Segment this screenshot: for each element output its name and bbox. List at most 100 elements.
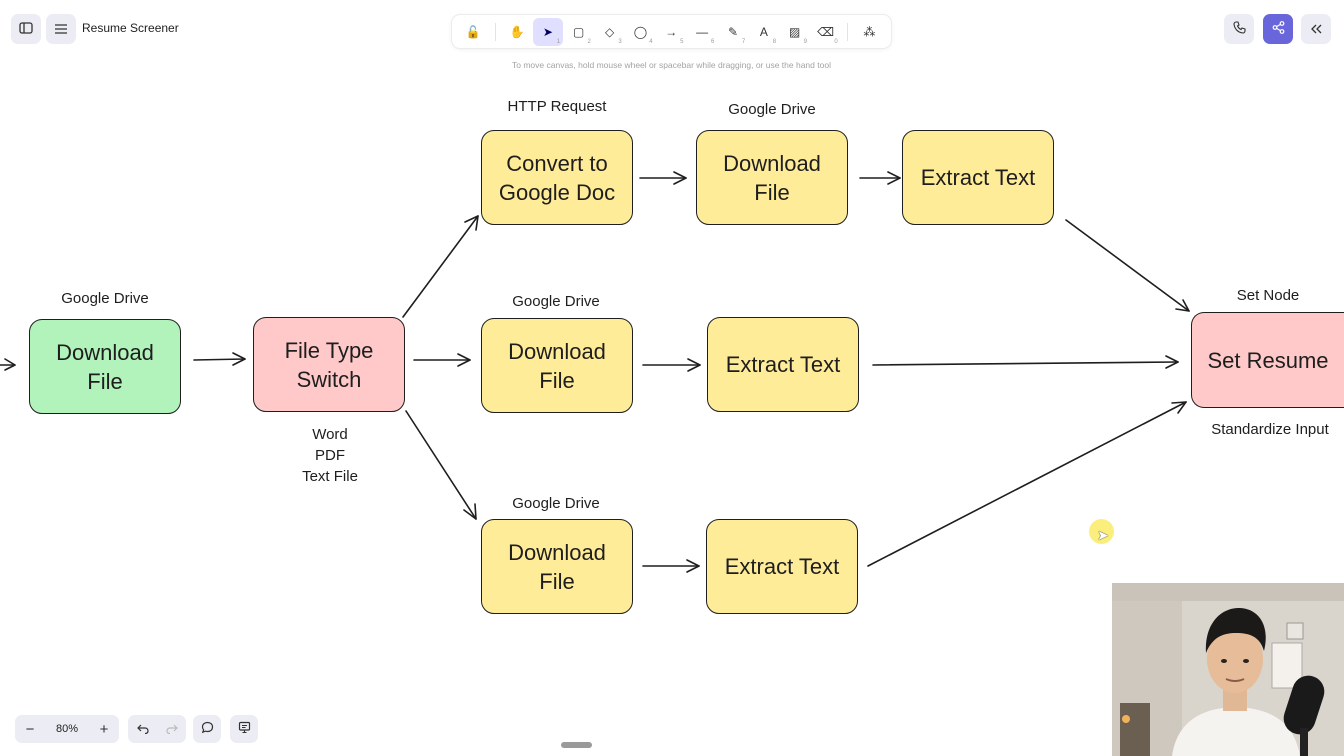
arrow-download-mid-to-extract-mid[interactable] (642, 358, 701, 372)
arrow-icon: → (665, 24, 678, 39)
arrow-extract-top-to-set-resume[interactable] (1065, 219, 1190, 312)
tool-lock-button[interactable]: 🔓 (458, 18, 488, 46)
arrow-convert-to-download-top[interactable] (639, 171, 687, 185)
collapse-panel-button[interactable] (1301, 14, 1331, 44)
tool-shortcut-key: 3 (618, 38, 622, 45)
label-file-types[interactable]: Word PDF Text File (302, 426, 358, 485)
undo-button[interactable] (136, 722, 149, 737)
present-icon (238, 721, 251, 737)
arrow-incoming[interactable] (0, 358, 16, 371)
toolbar-separator (494, 22, 496, 41)
arrow-switch-to-convert[interactable] (402, 215, 479, 318)
label-http-request[interactable]: HTTP Request (507, 98, 607, 115)
label-google-drive-bot[interactable]: Google Drive (512, 495, 600, 512)
phone-icon (1232, 21, 1246, 37)
zoom-in-button[interactable]: + (99, 720, 109, 738)
cursor-highlight (1089, 519, 1114, 544)
canvas-hint: To move canvas, hold mouse wheel or spac… (512, 60, 831, 70)
tool-diamond-button[interactable]: ◇3 (594, 18, 624, 46)
document-title[interactable]: Resume Screener (82, 21, 179, 35)
tool-rectangle-button[interactable]: ▢2 (564, 18, 594, 46)
tool-shortcut-key: 2 (587, 38, 591, 45)
pointer-icon: ➤ (542, 24, 553, 39)
undo-icon (136, 722, 149, 737)
double-chevron-left-icon (1310, 21, 1322, 37)
webcam-overlay (1112, 583, 1344, 756)
tool-shortcut-key: 0 (834, 38, 838, 45)
tool-shortcut-key: 7 (741, 38, 746, 45)
arrow-download-to-switch[interactable] (193, 352, 246, 366)
canvas-scroll-handle[interactable] (561, 742, 592, 748)
node-download-file-main[interactable]: Download File (29, 319, 181, 414)
tool-image-button[interactable]: ▨9 (780, 18, 810, 46)
webcam-presenter-image (1112, 583, 1344, 756)
arrow-download-bot-to-extract-bot[interactable] (642, 559, 700, 573)
eraser-icon: ⌫ (817, 24, 835, 39)
ellipse-icon: ◯ (633, 24, 648, 39)
zoom-level[interactable]: 80% (55, 723, 79, 735)
label-google-drive-main[interactable]: Google Drive (61, 290, 149, 307)
tool-shortcut-key: 6 (710, 38, 715, 45)
node-download-file-bottom[interactable]: Download File (481, 519, 633, 614)
node-download-file-mid[interactable]: Download File (481, 318, 633, 413)
tool-shortcut-key: 5 (680, 38, 684, 45)
share-icon (1272, 21, 1285, 37)
share-button[interactable] (1263, 14, 1293, 44)
lock-icon: 🔓 (465, 24, 481, 39)
zoom-out-button[interactable]: − (25, 720, 35, 738)
tool-draw-button[interactable]: ✎7 (718, 18, 748, 46)
tool-line-button[interactable]: —6 (687, 18, 717, 46)
node-download-file-top[interactable]: Download File (696, 130, 848, 225)
tool-shortcut-key: 4 (649, 38, 653, 45)
arrow-switch-to-download-mid[interactable] (413, 353, 471, 367)
tool-shortcut-key: 1 (556, 38, 561, 45)
node-extract-text-bottom[interactable]: Extract Text (706, 519, 858, 614)
extra-tools-icon: ⁂ (863, 24, 876, 39)
present-button[interactable] (230, 715, 258, 743)
tool-shortcut-key: 9 (803, 38, 807, 45)
tool-selection-button[interactable]: ➤1 (532, 17, 564, 46)
label-standardize-input[interactable]: Standardize Input (1211, 421, 1329, 438)
sidebar-toggle-button[interactable] (11, 14, 41, 44)
sidebar-icon (19, 21, 33, 37)
node-extract-text-top[interactable]: Extract Text (902, 130, 1054, 225)
undo-redo-controls (128, 715, 186, 743)
node-convert-to-google-doc[interactable]: Convert to Google Doc (481, 130, 633, 225)
tool-hand-button[interactable]: ✋ (502, 18, 532, 46)
node-extract-text-mid[interactable]: Extract Text (707, 317, 859, 412)
hand-icon: ✋ (509, 24, 525, 39)
tool-shortcut-key: 8 (772, 38, 777, 45)
zoom-controls: − 80% + (15, 715, 119, 743)
pencil-icon: ✎ (727, 24, 739, 39)
label-google-drive-top[interactable]: Google Drive (728, 101, 816, 118)
arrow-download-top-to-extract-top[interactable] (859, 171, 901, 185)
tool-more-button[interactable]: ⁂ (854, 18, 884, 46)
tool-eraser-button[interactable]: ⌫0 (810, 18, 840, 46)
redo-button[interactable] (165, 722, 178, 737)
line-icon: — (696, 24, 709, 39)
comment-button[interactable] (193, 715, 221, 743)
label-set-node[interactable]: Set Node (1236, 287, 1300, 304)
arrow-switch-to-download-bottom[interactable] (405, 410, 477, 520)
text-icon: A (759, 24, 768, 39)
comment-icon (201, 721, 214, 737)
mouse-cursor-icon: ➤ (1097, 527, 1109, 543)
node-file-type-switch[interactable]: File Type Switch (253, 317, 405, 412)
call-button[interactable] (1224, 14, 1254, 44)
main-menu-button[interactable] (46, 14, 76, 44)
redo-icon (165, 722, 178, 737)
image-icon: ▨ (789, 24, 801, 39)
diamond-icon: ◇ (604, 24, 615, 39)
node-set-resume[interactable]: Set Resume (1191, 312, 1344, 408)
tool-ellipse-button[interactable]: ◯4 (625, 18, 655, 46)
arrow-extract-bot-to-set-resume[interactable] (867, 401, 1187, 567)
arrow-extract-mid-to-set-resume[interactable] (872, 355, 1179, 369)
label-google-drive-mid[interactable]: Google Drive (512, 293, 600, 310)
tool-arrow-button[interactable]: →5 (656, 18, 686, 46)
toolbar-separator (847, 22, 849, 41)
hamburger-icon (55, 21, 67, 37)
